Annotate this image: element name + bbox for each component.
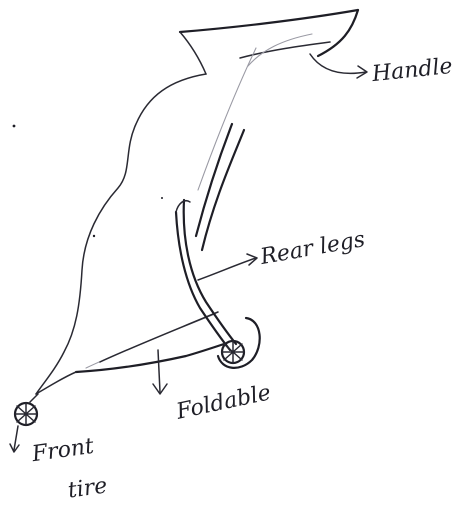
rear-legs-arrow bbox=[198, 258, 256, 280]
front-tire-label-line2: tire bbox=[67, 475, 109, 502]
front-wheel bbox=[15, 394, 38, 425]
back-frame bbox=[196, 124, 244, 250]
foldable-arrow bbox=[158, 350, 160, 392]
stray-marks bbox=[13, 125, 163, 238]
rear-legs bbox=[176, 200, 236, 350]
handle-bar bbox=[180, 10, 358, 74]
